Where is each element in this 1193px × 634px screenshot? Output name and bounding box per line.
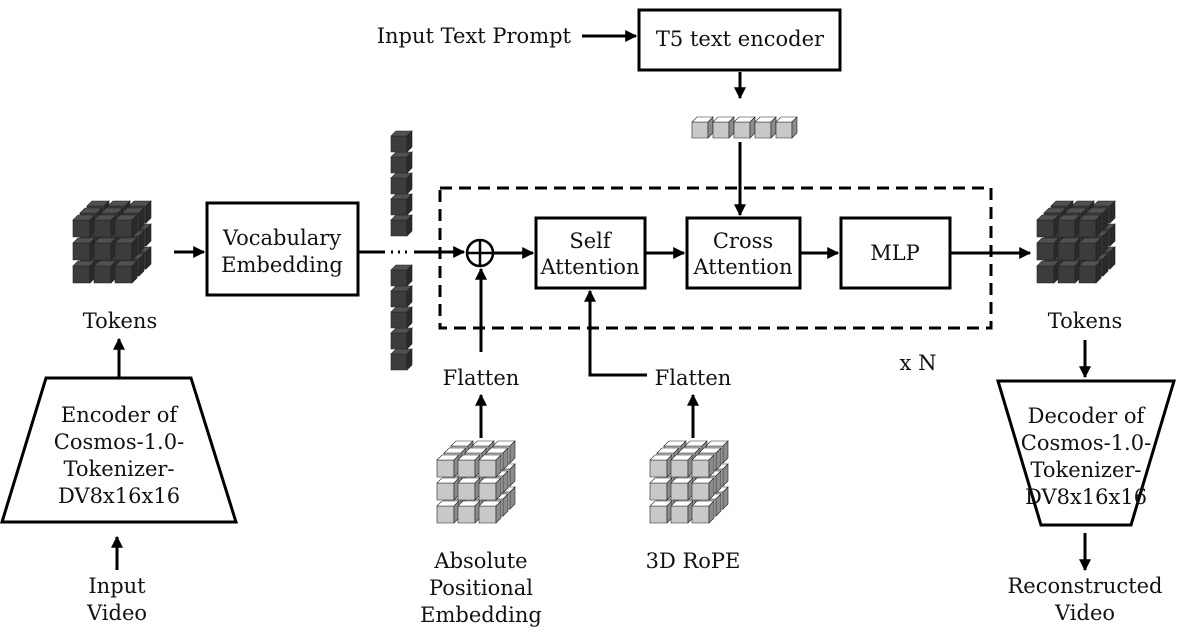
- decoder-label-2: Cosmos-1.0-: [1021, 431, 1151, 455]
- flatten-left-label: Flatten: [443, 366, 520, 390]
- cube: [114, 260, 138, 284]
- cube: [1036, 237, 1060, 261]
- vocabulary-embedding-box: [205, 201, 360, 297]
- encoder-label-1: Encoder of: [61, 403, 179, 427]
- cube: [93, 214, 117, 238]
- text-embedding-cube-row: [691, 116, 798, 139]
- self-attention-label-1: Self: [569, 229, 613, 253]
- encoder-label-2: Cosmos-1.0-: [54, 430, 184, 454]
- cube: [733, 116, 756, 139]
- cube: [1057, 214, 1081, 238]
- cube: [691, 500, 715, 524]
- decoder-label-1: Decoder of: [1028, 404, 1147, 428]
- cube: [436, 454, 460, 478]
- t5-encoder-box: [637, 8, 842, 72]
- cube: [457, 454, 481, 478]
- cube: [1057, 237, 1081, 261]
- cube: [390, 193, 413, 216]
- reconstructed-video-label-2: Video: [1054, 601, 1115, 625]
- cube: [649, 454, 673, 478]
- cube: [478, 500, 502, 524]
- cube: [1078, 237, 1102, 261]
- output-tokens-cube-grid: [1036, 200, 1116, 284]
- cube: [649, 500, 673, 524]
- flatten-right-label: Flatten: [655, 366, 732, 390]
- tokens-right-label: Tokens: [1048, 309, 1122, 333]
- decoder-label-4: DV8x16x16: [1025, 485, 1147, 509]
- rope-3d-cube-grid: [649, 440, 729, 524]
- token-sequence-top-cubes: [390, 130, 413, 237]
- cube: [1078, 260, 1102, 284]
- cube: [1078, 214, 1102, 238]
- input-video-label-2: Video: [86, 601, 147, 625]
- add-operator-icon: [465, 238, 495, 268]
- cube: [691, 116, 714, 139]
- cube: [478, 477, 502, 501]
- cube: [390, 348, 413, 371]
- abs-pos-embedding-label-1: Absolute: [433, 549, 527, 573]
- cube: [390, 214, 413, 237]
- cube: [72, 214, 96, 238]
- token-sequence-bottom-cubes: [390, 264, 413, 371]
- cube: [390, 285, 413, 308]
- cube: [390, 130, 413, 153]
- decoder-trapezoid: [995, 379, 1177, 527]
- cross-attention-label-2: Attention: [693, 255, 793, 279]
- abs-pos-embedding-label-3: Embedding: [420, 603, 542, 627]
- cube: [72, 237, 96, 261]
- cube: [1057, 260, 1081, 284]
- cube: [390, 306, 413, 329]
- cube: [390, 327, 413, 350]
- encoder-label-4: DV8x16x16: [58, 484, 180, 508]
- cube: [712, 116, 735, 139]
- cube: [670, 477, 694, 501]
- cube: [1036, 260, 1060, 284]
- cube: [649, 477, 673, 501]
- reconstructed-video-label-1: Reconstructed: [1007, 574, 1162, 598]
- transformer-block-boundary: [438, 186, 993, 330]
- cube: [670, 500, 694, 524]
- vocabulary-embedding-label-1: Vocabulary: [222, 226, 341, 250]
- cube: [1036, 214, 1060, 238]
- input-tokens-cube-grid: [72, 200, 152, 284]
- cube: [478, 454, 502, 478]
- rope-flatten-to-self-attention-arrow: [584, 289, 647, 377]
- encoder-label-3: Tokenizer-: [63, 457, 174, 481]
- cube: [114, 237, 138, 261]
- absolute-positional-embedding-cube-grid: [436, 440, 516, 524]
- cube: [72, 260, 96, 284]
- tokens-left-label: Tokens: [83, 309, 157, 333]
- mlp-label: MLP: [870, 241, 920, 265]
- rope-3d-label: 3D RoPE: [646, 549, 741, 573]
- cube: [775, 116, 798, 139]
- cube: [93, 260, 117, 284]
- input-video-label-1: Input: [88, 574, 146, 598]
- cube: [390, 172, 413, 195]
- cube: [436, 500, 460, 524]
- cube: [93, 237, 117, 261]
- cube: [390, 151, 413, 174]
- cube: [691, 454, 715, 478]
- cross-attention-label-1: Cross: [713, 229, 773, 253]
- decoder-label-3: Tokenizer-: [1030, 458, 1141, 482]
- cube: [436, 477, 460, 501]
- cube: [691, 477, 715, 501]
- cube: [754, 116, 777, 139]
- vocabulary-embedding-label-2: Embedding: [221, 253, 343, 277]
- t5-encoder-label: T5 text encoder: [656, 27, 825, 51]
- cube: [457, 477, 481, 501]
- cube: [457, 500, 481, 524]
- input-text-prompt-label: Input Text Prompt: [377, 24, 572, 48]
- self-attention-label-2: Attention: [540, 255, 640, 279]
- cube: [670, 454, 694, 478]
- cube: [390, 264, 413, 287]
- abs-pos-embedding-label-2: Positional: [429, 576, 533, 600]
- cross-attention-box: [685, 216, 802, 290]
- cube: [114, 214, 138, 238]
- repeat-n-label: x N: [900, 351, 937, 375]
- encoder-trapezoid: [0, 376, 239, 524]
